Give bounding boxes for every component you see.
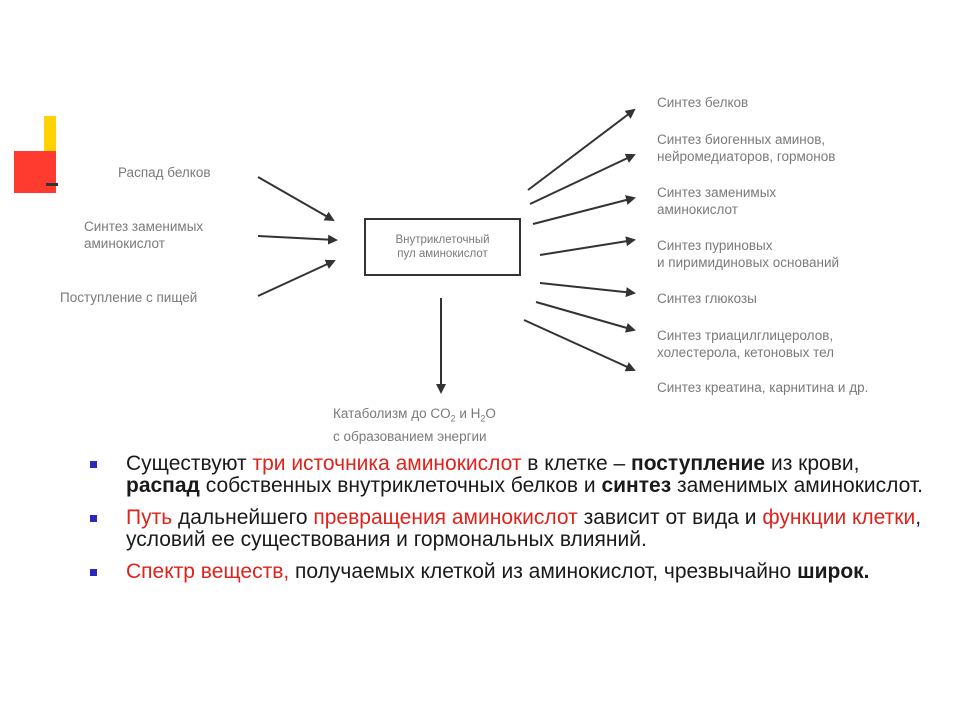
arrow-output-4: [539, 236, 636, 256]
output-label-4: Синтез пуриновых и пиримидиновых основан…: [657, 238, 840, 270]
text-segment: поступление: [631, 452, 766, 475]
arrow-output-3: [532, 195, 636, 225]
text-segment: , условий ее существования и гормональны…: [126, 506, 922, 551]
arrow-output-6: [535, 301, 636, 333]
output-label-1: Синтез белков: [657, 95, 749, 110]
text-segment: три источника аминокислот: [252, 452, 522, 475]
text-segment: дальнейшего: [172, 506, 314, 529]
amino-acid-pool-box: Внутриклеточный пул аминокислот: [364, 218, 521, 276]
catabolism-line-1: Катаболизм до CO2 и H2O: [333, 406, 496, 424]
arrow-source-2: [257, 234, 338, 245]
pool-label: Внутриклеточный пул аминокислот: [395, 234, 490, 260]
bullet-item-2: Путь дальнейшего превращения аминокислот…: [90, 507, 930, 551]
amino-acid-pool-diagram: Распад белков Синтез заменимых аминокисл…: [60, 95, 869, 445]
bullet-marker: [90, 461, 97, 468]
text-segment: заменимых аминокислот.: [671, 474, 923, 497]
text-segment: из крови,: [765, 452, 860, 475]
bullet-text-1: Существуют три источника аминокислот в к…: [126, 453, 930, 497]
arrow-output-2: [529, 153, 636, 205]
arrow-output-1: [527, 108, 636, 191]
bullet-list: Существуют три источника аминокислот в к…: [90, 453, 930, 593]
text-segment: широк.: [797, 560, 870, 583]
text-segment: Существуют: [126, 452, 253, 475]
bullet-marker: [90, 569, 97, 576]
output-label-6: Синтез триацилглицеролов, холестерола, к…: [657, 328, 835, 360]
text-segment: зависит от вида и: [577, 506, 763, 529]
arrow-output-7: [523, 319, 636, 372]
arrow-output-5: [539, 282, 636, 298]
text-segment: получаемых клеткой из аминокислот, чрезв…: [289, 560, 798, 583]
arrow-source-1: [257, 176, 335, 221]
text-segment: в клетке –: [521, 452, 632, 475]
text-segment: Спектр веществ,: [126, 560, 290, 583]
catabolism-label: Катаболизм до CO2 и H2O с образованием э…: [333, 405, 496, 445]
decor-dash: [46, 183, 58, 186]
text-segment: собственных внутриклеточных белков и: [199, 474, 602, 497]
bullet-text-2: Путь дальнейшего превращения аминокислот…: [126, 507, 930, 551]
text-segment: функции клетки: [762, 506, 916, 529]
bullet-marker: [90, 515, 97, 522]
bullet-item-1: Существуют три источника аминокислот в к…: [90, 453, 930, 497]
decor-red-square: [14, 151, 56, 193]
bullet-text-3: Спектр веществ, получаемых клеткой из ам…: [126, 561, 930, 583]
output-label-7: Синтез креатина, карнитина и др.: [657, 380, 869, 395]
arrow-source-3: [257, 259, 336, 297]
text-segment: превращения аминокислот: [313, 506, 578, 529]
source-label-dietary-intake: Поступление с пищей: [60, 290, 198, 305]
output-label-3: Синтез заменимых аминокислот: [657, 185, 777, 217]
bullet-item-3: Спектр веществ, получаемых клеткой из ам…: [90, 561, 930, 583]
output-label-5: Синтез глюкозы: [657, 291, 757, 306]
catabolism-line-2: с образованием энергии: [333, 428, 487, 444]
diagram-arrows: [257, 108, 636, 394]
source-label-synthesis: Синтез заменимых аминокислот: [84, 219, 204, 251]
text-segment: синтез: [601, 474, 672, 497]
text-segment: распад: [126, 474, 200, 497]
text-segment: Путь: [126, 506, 173, 529]
output-label-2: Синтез биогенных аминов, нейромедиаторов…: [657, 132, 836, 164]
source-label-protein-breakdown: Распад белков: [118, 165, 211, 180]
